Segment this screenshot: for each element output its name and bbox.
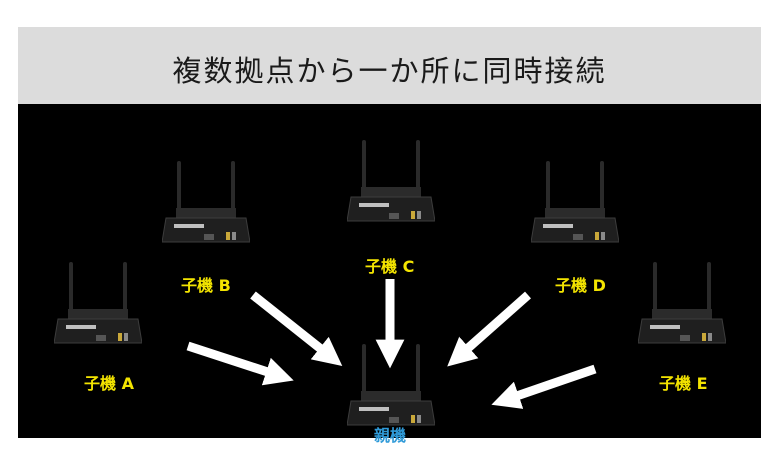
router-icon (54, 262, 142, 344)
router-icon (638, 262, 726, 344)
diagram-area: 子機 A 子機 B (18, 104, 761, 445)
router-icon (347, 344, 435, 426)
child-label-d: 子機 D (555, 276, 606, 295)
router-icon (531, 161, 619, 243)
child-device-e (638, 259, 726, 355)
child-label-c: 子機 C (365, 257, 415, 276)
child-device-d (531, 158, 619, 254)
child-device-b (162, 158, 250, 254)
parent-label: 親機 (374, 426, 407, 445)
router-icon (347, 140, 435, 222)
title-bar: 複数拠点から一か所に同時接続 (18, 27, 761, 104)
arrow-b (250, 291, 343, 366)
arrow-e (491, 364, 597, 409)
page-title: 複数拠点から一か所に同時接続 (172, 53, 607, 88)
parent-device (347, 341, 435, 437)
child-label-a: 子機 A (84, 374, 134, 393)
child-device-c (347, 137, 435, 233)
diagram-frame: 複数拠点から一か所に同時接続 (18, 27, 761, 445)
connection-arrows (186, 279, 597, 409)
child-device-a (54, 259, 142, 355)
child-label-e: 子機 E (659, 374, 708, 393)
child-label-b: 子機 B (181, 276, 231, 295)
router-icon (162, 161, 250, 243)
arrow-a (186, 341, 294, 386)
arrow-d (447, 291, 531, 367)
